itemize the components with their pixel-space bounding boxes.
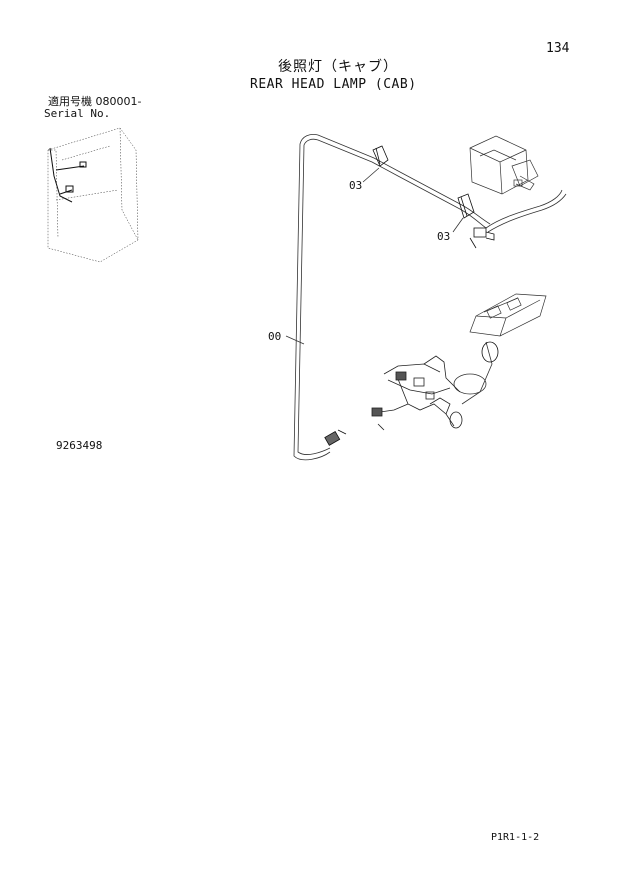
leader-line-03a	[362, 167, 380, 183]
footer-code: P1R1-1-2	[491, 832, 540, 843]
lamp-switch-panel	[469, 293, 547, 337]
serial-label: Serial No.	[44, 107, 111, 120]
page-title-japanese: 後照灯（キャブ）	[278, 59, 398, 75]
connector	[469, 227, 495, 249]
page-title: REAR HEAD LAMP (CAB)	[250, 77, 417, 92]
wire-branch-lamp	[485, 189, 563, 229]
harness-connector	[324, 429, 347, 446]
thumbnail-harness-highlight	[49, 147, 87, 203]
switch-sub-harness	[453, 341, 499, 405]
serial-label-japanese: 適用号機 080001-	[48, 95, 142, 108]
callout-harness: 00	[268, 330, 282, 343]
clip-03-b	[457, 193, 475, 219]
drawing-number: 9263498	[56, 439, 103, 452]
wire-harness-main	[297, 138, 487, 455]
callout-clip-b: 03	[437, 230, 451, 243]
leader-line-00	[285, 335, 305, 345]
cab-sub-harness	[371, 355, 463, 431]
callout-clip-a: 03	[349, 179, 363, 192]
rear-head-lamp	[469, 135, 539, 195]
wire-harness-main-parallel	[293, 134, 491, 461]
clip-03-a	[372, 145, 389, 167]
leader-line-03b	[452, 217, 464, 233]
cab-thumbnail	[47, 127, 139, 263]
page-number: 134	[546, 41, 570, 56]
